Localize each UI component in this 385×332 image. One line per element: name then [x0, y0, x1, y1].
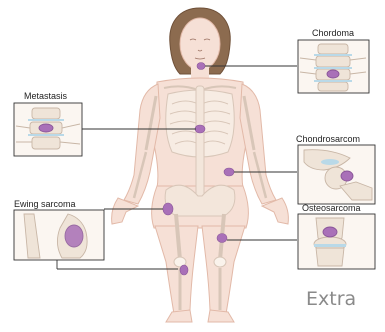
ewing-inset: [14, 210, 104, 260]
metastasis-inset: [14, 103, 82, 156]
label-chordoma: Chordoma: [312, 28, 354, 38]
tumor-chondrosarcoma: [224, 168, 234, 176]
tumor-ewing: [163, 203, 173, 215]
chordoma-inset: [298, 40, 369, 93]
label-ewing-sarcoma: Ewing sarcoma: [14, 199, 76, 209]
tumor-metastasis: [195, 125, 205, 133]
osteosarcoma-inset: [298, 214, 375, 269]
tumor-chordoma: [197, 63, 205, 70]
tumor-osteosarcoma: [217, 234, 227, 243]
label-metastasis: Metastasis: [24, 91, 67, 101]
label-chondrosarcoma: Chondrosarcom: [296, 134, 360, 144]
label-osteosarcoma: Osteosarcoma: [302, 203, 361, 213]
tumor-leg: [180, 265, 188, 275]
chondrosarcoma-inset: [298, 145, 375, 204]
footer-text: Extra: [306, 288, 356, 310]
